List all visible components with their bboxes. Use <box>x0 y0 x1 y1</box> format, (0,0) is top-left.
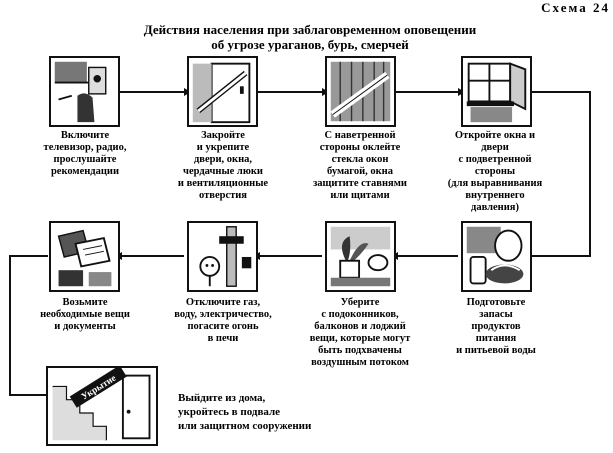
documents-icon <box>57 229 112 287</box>
food-supplies-icon <box>466 226 524 285</box>
step-4-caption: Откройте окна и двери с подветренной сто… <box>447 130 543 213</box>
step-1-caption: Включите телевизор, радио, прослушайте р… <box>43 130 127 177</box>
step-3-panel <box>325 56 396 127</box>
step-6-caption: Уберите с подоконников, балконов и лоджи… <box>309 297 411 368</box>
step-4-panel <box>461 56 532 127</box>
step-8-panel <box>49 221 120 292</box>
title-line-1: Действия населения при заблаговременном … <box>143 22 477 37</box>
step-9-panel: Укрытие <box>46 366 158 446</box>
step-2-panel <box>187 56 258 127</box>
step-9-caption: Выйдите из дома, укройтесь в подвале или… <box>178 392 312 432</box>
connector-4-5 <box>531 91 591 257</box>
shelter-stairs-icon: Укрытие <box>52 368 151 441</box>
step-8-caption: Возьмите необходимые вещи и документы <box>40 297 130 332</box>
step-1-panel <box>49 56 120 127</box>
step-7-panel <box>187 221 258 292</box>
tv-radio-icon <box>54 61 107 123</box>
gas-power-off-icon <box>199 226 252 287</box>
balcony-items-icon <box>330 226 391 287</box>
step-2-caption: Закройте и укрепите двери, окна, чердачн… <box>177 130 269 201</box>
scheme-number: Схема 24 <box>541 0 610 15</box>
step-5-panel <box>461 221 532 292</box>
open-window-icon <box>466 62 527 123</box>
step-5-caption: Подготовьте запасы продуктов питания и п… <box>456 297 536 356</box>
title-line-2: об угрозе ураганов, бурь, смерчей <box>211 37 409 52</box>
connector-8-9 <box>9 255 48 396</box>
door-bar-icon <box>192 62 251 124</box>
step-6-panel <box>325 221 396 292</box>
step-3-caption: С наветренной стороны оклейте стекла око… <box>313 130 407 201</box>
boarded-window-icon <box>330 61 391 122</box>
step-7-caption: Отключите газ, воду, электричество, пога… <box>174 297 272 344</box>
diagram-title: Действия населения при заблаговременном … <box>50 22 570 52</box>
